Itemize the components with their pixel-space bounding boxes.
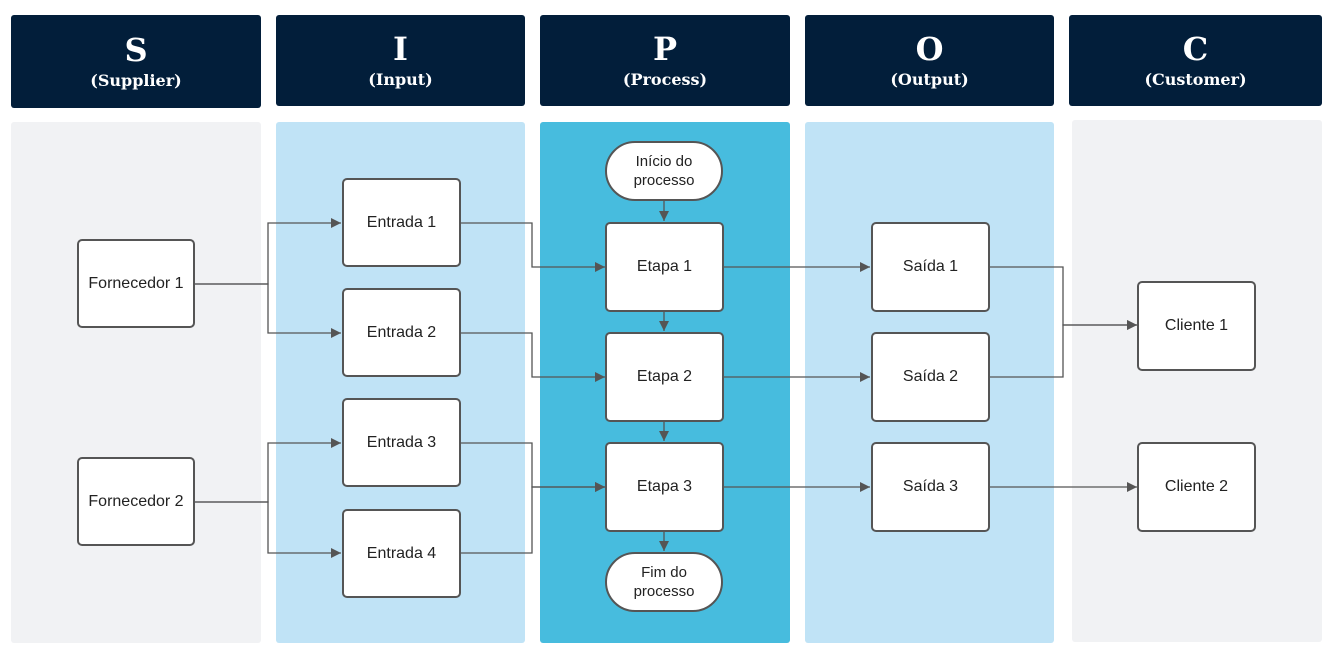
process-end: Fim do processo: [605, 552, 723, 612]
supplier-box: Fornecedor 2: [77, 457, 195, 546]
output-box: Saída 2: [871, 332, 990, 422]
supplier-box: Fornecedor 1: [77, 239, 195, 328]
header-letter: O: [915, 29, 944, 68]
header-label: (Customer): [1144, 69, 1247, 89]
connector-f1-e2: [195, 283, 341, 338]
connector-e4-etapa3: [460, 482, 605, 554]
connector-e1-etapa1: [460, 222, 605, 272]
header-letter: P: [652, 29, 678, 68]
output-box: Saída 3: [871, 442, 990, 532]
header-letter: I: [393, 29, 408, 68]
connector-e3-etapa3: [460, 442, 605, 492]
lane-customer: [1072, 120, 1322, 642]
header-label: (Input): [368, 69, 433, 89]
connector-saida1-cliente1: [990, 266, 1137, 330]
header-customer: C (Customer): [1069, 15, 1322, 106]
lane-supplier: [11, 122, 261, 643]
connector-f2-e3: [195, 438, 341, 503]
customer-box: Cliente 2: [1137, 442, 1256, 532]
header-label: (Output): [890, 69, 969, 89]
process-step: Etapa 3: [605, 442, 724, 532]
header-letter: S: [124, 30, 148, 69]
header-input: I (Input): [276, 15, 525, 106]
process-start: Início do processo: [605, 141, 723, 201]
header-label: (Process): [622, 69, 708, 89]
customer-box: Cliente 1: [1137, 281, 1256, 371]
input-box: Entrada 3: [342, 398, 461, 487]
input-box: Entrada 2: [342, 288, 461, 377]
connector-e2-etapa2: [460, 332, 605, 382]
process-step: Etapa 1: [605, 222, 724, 312]
header-supplier: S (Supplier): [11, 15, 261, 108]
header-output: O (Output): [805, 15, 1054, 106]
header-label: (Supplier): [90, 70, 182, 90]
process-step: Etapa 2: [605, 332, 724, 422]
connector-saida2-cliente1: [990, 320, 1137, 378]
header-letter: C: [1182, 29, 1209, 68]
output-box: Saída 1: [871, 222, 990, 312]
connector-f1-e1: [195, 218, 341, 285]
input-box: Entrada 4: [342, 509, 461, 598]
header-process: P (Process): [540, 15, 790, 106]
connector-f2-e4: [195, 501, 341, 558]
input-box: Entrada 1: [342, 178, 461, 267]
